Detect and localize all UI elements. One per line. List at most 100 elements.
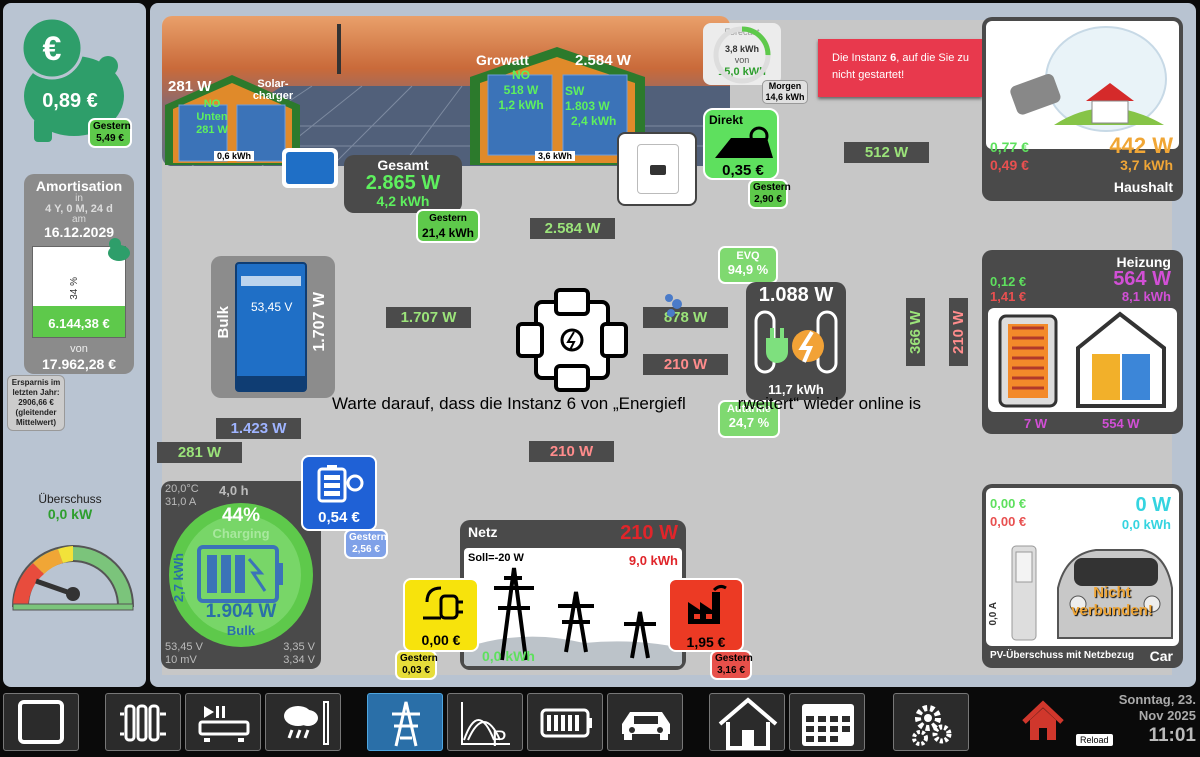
car-green-value: 0,00 € — [990, 496, 1027, 511]
flow-366-vertical: 366 W — [906, 298, 925, 366]
battery-v3: 3,35 V — [283, 641, 315, 653]
heating-left-watts: 7 W — [1024, 416, 1048, 431]
bubbles-icon — [662, 292, 684, 318]
home-red-icon[interactable] — [1022, 700, 1064, 742]
nav-pv-button[interactable]: P — [447, 693, 523, 751]
battery-capacity: 2,7 kWh — [171, 553, 186, 603]
house-watts: 442 W — [1109, 133, 1173, 158]
nav-weather-button[interactable] — [265, 693, 341, 751]
battery-state: Charging — [212, 526, 270, 541]
car-kwh: 0,0 kWh — [1121, 517, 1171, 532]
forecast-value: 3,8 kWh — [724, 44, 759, 54]
footer-time: 11:01 — [1148, 725, 1196, 746]
battery-v4: 3,34 V — [283, 654, 315, 666]
surplus-label: Überschuss — [38, 492, 102, 506]
car-amp: 0,0 A — [988, 602, 999, 626]
consumption-panel: 1.088 W 11,7 kWh — [746, 282, 846, 400]
house-icon — [718, 697, 778, 750]
plug-bolt-icon — [752, 308, 840, 376]
surplus-gauge — [8, 526, 138, 612]
bulk-voltage: 53,45 V — [251, 300, 293, 314]
nav-settings-button[interactable] — [893, 693, 969, 751]
house-kwh: 3,7 kWh — [1120, 157, 1173, 173]
flow-1423: 1.423 W — [216, 418, 301, 439]
heating-title: Heizung — [1116, 254, 1171, 270]
savings-today: 0,89 € — [42, 90, 98, 112]
nav-grid-button[interactable] — [367, 693, 443, 751]
square-icon — [18, 700, 64, 744]
car-image — [986, 488, 1179, 646]
battery-icon — [195, 543, 287, 605]
nav-media-button[interactable] — [185, 693, 261, 751]
amortisation-amount: 6.144,38 € — [48, 316, 110, 331]
battery-current: 31,0 A — [165, 496, 197, 508]
heating-right-watts: 554 W — [1102, 416, 1140, 431]
evq-label: EVQ — [736, 250, 760, 262]
battery-hours: 4,0 h — [219, 483, 249, 498]
roof-solar-charger — [165, 75, 300, 165]
direkt-label: Direkt — [709, 113, 744, 127]
flow-2584: 2.584 W — [530, 218, 615, 239]
car-panel: 0,00 € 0,00 € 0 W 0,0 kWh Nicht verbunde… — [982, 484, 1183, 668]
battery-percent: 44% — [221, 505, 261, 526]
av-receiver-icon — [198, 706, 250, 742]
gears-icon — [912, 705, 952, 746]
house-panel: 0,77 € 0,49 € 442 W 3,7 kWh Haushalt — [982, 17, 1183, 201]
heating-green-value: 0,12 € — [990, 274, 1027, 289]
amortisation-in-label: in — [75, 193, 83, 204]
bulk-watts: 1.707 W — [311, 292, 328, 352]
nav-overview-button[interactable] — [3, 693, 79, 751]
flow-1707: 1.707 W — [386, 307, 471, 328]
flow-512: 512 W — [844, 142, 929, 163]
house-red-value: 0,49 € — [990, 157, 1029, 173]
evq-value: 94,9 % — [727, 262, 769, 277]
heating-red-value: 1,41 € — [990, 289, 1027, 304]
grid-kwh: 9,0 kWh — [628, 553, 678, 568]
solar-total-watts: 2.865 W — [365, 172, 441, 194]
heating-image — [988, 308, 1177, 412]
nav-heating-button[interactable] — [105, 693, 181, 751]
nav-car-button[interactable] — [607, 693, 683, 751]
grid-buy-panel: 1,95 € — [668, 578, 744, 652]
energy-hub-icon — [516, 288, 628, 392]
amortisation-progress: 34 % 6.144,38 € — [32, 246, 126, 338]
grid-feed-kwh: 0,0 kWh — [482, 648, 535, 664]
heating-watts: 564 W — [1113, 268, 1171, 290]
direkt-value: 0,35 € — [722, 162, 764, 179]
svg-text:€: € — [43, 30, 62, 68]
nav-battery-button[interactable] — [527, 693, 603, 751]
battery-value: 0,54 € — [318, 509, 360, 526]
growatt-name: Growatt — [476, 52, 529, 68]
nav-calendar-button[interactable] — [789, 693, 865, 751]
nav-home-button[interactable] — [709, 693, 785, 751]
forecast-total: 15,0 kWh — [718, 66, 766, 78]
surplus-value: 0,0 kW — [47, 506, 93, 522]
grid-title: Netz — [468, 524, 498, 540]
grid-image — [464, 548, 682, 666]
flow-210-grid-b: 210 W — [529, 441, 614, 462]
grid-buy-value: 1,95 € — [686, 634, 726, 650]
weather-rain-icon — [284, 701, 329, 745]
solar-total-kwh: 4,2 kWh — [376, 193, 430, 209]
solar-charger-kwh: 0,6 kWh — [214, 151, 255, 161]
consumption-kwh: 11,7 kWh — [768, 382, 824, 397]
inverter-device-icon — [617, 132, 697, 206]
flow-878: 878 W — [643, 307, 728, 328]
battery-panel: 20,0°C 31,0 A 4,0 h 44% Charging 2,7 kWh… — [161, 481, 321, 669]
forecast-ring — [712, 25, 772, 85]
forecast-label: Forecast — [724, 27, 760, 37]
house-bulb-image — [986, 21, 1179, 149]
direkt-panel: Direkt 0,35 € — [703, 108, 779, 180]
reload-button[interactable]: Reload — [1076, 734, 1113, 746]
footer-date-line1: Sonntag, 23. — [1118, 692, 1196, 707]
amortisation-title: Amortisation — [35, 178, 123, 194]
amortisation-note: Ersparnis im letzten Jahr: 2906,66 € (gl… — [7, 375, 65, 431]
amortisation-von-label: von — [70, 343, 88, 355]
